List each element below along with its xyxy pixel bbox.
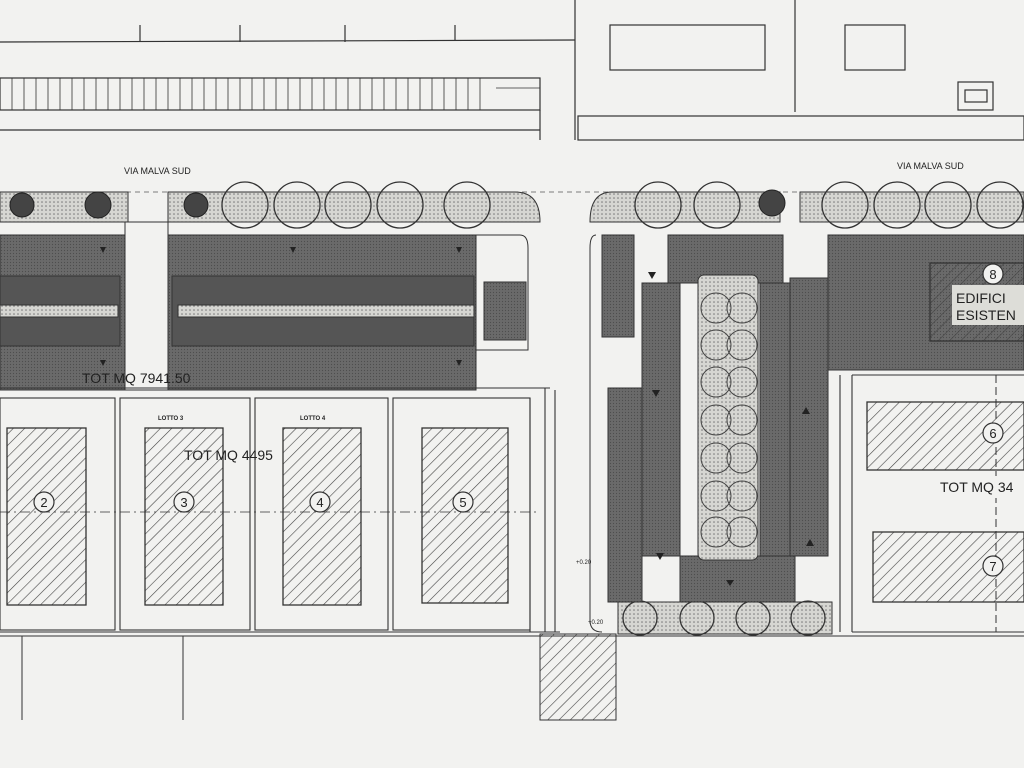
elevation-1: +0.20 xyxy=(576,560,592,566)
lot-number-8-label: 8 xyxy=(989,267,996,282)
building-footprints-left xyxy=(6,427,509,606)
total-lots-left: TOT MQ 4495 xyxy=(184,447,273,463)
street-name-left: VIA MALVA SUD xyxy=(124,166,191,176)
street-name-right: VIA MALVA SUD xyxy=(897,161,964,171)
shrubs xyxy=(9,189,786,219)
road-hatch xyxy=(539,633,617,721)
lots-right xyxy=(839,374,1024,633)
lot-label-lotto4: LOTTO 4 xyxy=(300,416,326,422)
total-lots-right-bg xyxy=(936,476,1024,498)
lots-left xyxy=(0,387,560,633)
lot-number-6: 6 xyxy=(982,422,1004,444)
parking-left xyxy=(0,221,529,391)
lot-number-6-label: 6 xyxy=(989,426,996,441)
planting-strips xyxy=(0,191,1024,635)
lot-number-7: 7 xyxy=(982,555,1004,577)
railing xyxy=(11,78,540,110)
direction-arrows xyxy=(100,247,814,586)
lot-number-4: 4 xyxy=(309,491,331,513)
lot-number-7-label: 7 xyxy=(989,559,996,574)
lot-label-lotto3: LOTTO 3 xyxy=(158,416,184,422)
building-label-2: ESISTEN xyxy=(956,307,1016,323)
lot-number-5-label: 5 xyxy=(459,495,466,510)
lot-number-4-label: 4 xyxy=(316,495,323,510)
lot-number-2: 2 xyxy=(33,491,55,513)
existing-building: 8 EDIFICI ESISTEN xyxy=(929,262,1024,342)
lot-number-3-label: 3 xyxy=(180,495,187,510)
lot-number-5: 5 xyxy=(452,491,474,513)
existing-buildings-top xyxy=(0,0,1024,141)
total-lots-right: TOT MQ 34 xyxy=(940,479,1014,495)
building-label-1: EDIFICI xyxy=(956,290,1006,306)
planter-trees xyxy=(700,292,758,548)
parking-right xyxy=(589,234,1024,633)
lot-number-2-label: 2 xyxy=(40,495,47,510)
total-parking: TOT MQ 7941.50 xyxy=(82,370,191,386)
elevation-2: +0.20 xyxy=(588,620,604,626)
lot-number-3: 3 xyxy=(173,491,195,513)
